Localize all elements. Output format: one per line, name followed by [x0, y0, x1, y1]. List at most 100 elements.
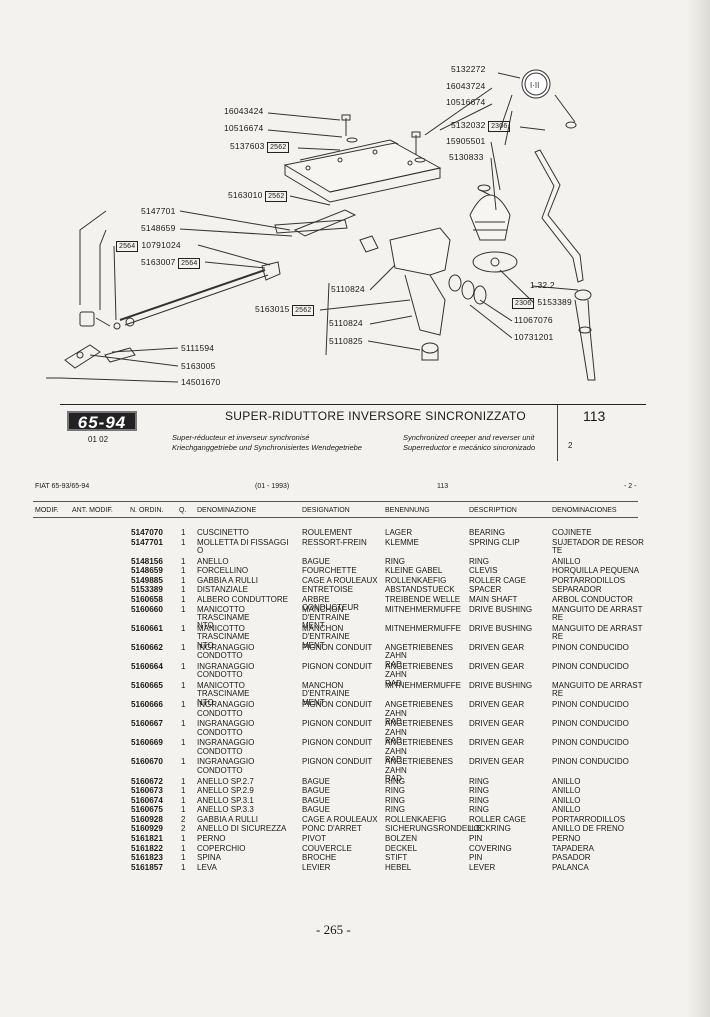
callout-15905501: 15905501 — [446, 136, 485, 146]
callout-label: 10791024 — [141, 240, 181, 250]
part-number: 5160673 — [131, 786, 163, 796]
name-fr: FOURCHETTE — [302, 566, 357, 576]
quantity: 1 — [181, 681, 186, 691]
name-it: GABBIA A RULLI — [197, 814, 258, 824]
exploded-diagram: I·II 5132272 16043724 10516674 16043 — [0, 0, 710, 400]
name-en: SPRING CLIP — [469, 537, 520, 547]
name-de: ANGETRIEBENES ZAHN RAD — [385, 661, 454, 688]
callout-5110825: 5110825 — [329, 336, 363, 346]
name-de: MITNEHMERMUFFE — [385, 604, 461, 614]
callout-5111594: 5111594 — [181, 343, 214, 353]
part-number: 5148156 — [131, 556, 163, 566]
callout-label: 11067076 — [514, 315, 553, 325]
subtitle-fr: Super-réducteur et inverseur synchronisé — [172, 433, 310, 442]
name-de: MITNEHMERMUFFE — [385, 623, 461, 633]
name-it: PERNO — [197, 834, 226, 844]
name-es: PINON CONDUCIDO — [552, 757, 629, 767]
callout-16043424: 16043424 — [224, 106, 263, 116]
callout-label: 5163010 — [228, 190, 263, 200]
name-es: TAPADERA — [552, 843, 594, 853]
name-es: HORQUILLA PEQUENA — [552, 566, 640, 576]
callout-5163015: 5163015 2562 — [255, 304, 317, 316]
table-number: 113 — [583, 408, 606, 424]
col-header-denominaciones: DENOMINACIONES — [552, 507, 617, 514]
name-it: MANICOTTO TRASCINAME NTO — [197, 681, 250, 707]
name-it: INGRANAGGIO CONDOTTO — [197, 719, 255, 737]
callout-11067076: 11067076 — [514, 315, 553, 325]
quantity: 1 — [181, 757, 186, 767]
callout-label: 5110825 — [329, 336, 363, 346]
name-fr: BROCHE — [302, 853, 337, 863]
name-it: GABBIA A RULLI — [197, 575, 258, 585]
part-number: 5148659 — [131, 566, 163, 576]
name-es: PINON CONDUCIDO — [552, 700, 629, 710]
name-en: DRIVE BUSHING — [469, 623, 533, 633]
callout-ref-box: 2562 — [265, 191, 288, 202]
part-number: 5160666 — [131, 700, 163, 710]
subtitle-es: Superreductor e mecánico sincronizado — [403, 443, 536, 452]
name-it: MOLLETTA DI FISSAGGI O — [197, 537, 289, 555]
callout-label: 14501670 — [181, 377, 221, 387]
name-es: PINON CONDUCIDO — [552, 738, 629, 748]
name-es: PINON CONDUCIDO — [552, 661, 629, 671]
part-number: 5160675 — [131, 805, 163, 815]
name-de: KLEMME — [385, 537, 419, 547]
name-en: DRIVEN GEAR — [469, 719, 525, 729]
name-it: ANELLO SP.2.9 — [197, 786, 254, 796]
col-header-description: DESCRIPTION — [469, 507, 517, 514]
callout-label: 5111594 — [181, 343, 215, 353]
name-it: CUSCINETTO — [197, 528, 249, 537]
name-es: COJINETE — [552, 528, 592, 537]
name-it: COPERCHIO — [197, 843, 246, 853]
name-es: PINON CONDUCIDO — [552, 719, 629, 729]
divider — [33, 501, 638, 502]
name-fr: LEVIER — [302, 862, 331, 872]
name-it: MANICOTTO TRASCINAME NTO — [197, 623, 250, 650]
name-en: SPACER — [469, 585, 502, 595]
name-es: PORTARRODILLOS — [552, 575, 626, 585]
name-it: DISTANZIALE — [197, 585, 248, 595]
callout-14501670: 14501670 — [181, 377, 220, 387]
quantity: 1 — [181, 853, 186, 863]
name-fr: PIGNON CONDUIT — [302, 738, 373, 748]
callout-label: 5163015 — [255, 304, 290, 314]
callout-label: 5137603 — [230, 141, 265, 151]
callout-label: 16043424 — [224, 106, 264, 116]
name-en: COVERING — [469, 843, 512, 853]
name-de: DECKEL — [385, 843, 418, 853]
name-en: DRIVEN GEAR — [469, 661, 525, 671]
callout-label: 15905501 — [446, 136, 486, 146]
name-fr: CAGE A ROULEAUX — [302, 575, 378, 585]
name-es: ANILLO — [552, 556, 581, 566]
name-en: RING — [469, 776, 489, 786]
date-range: (01 - 1993) — [255, 483, 290, 490]
name-de: TREIBENDE WELLE — [385, 595, 461, 605]
quantity: 1 — [181, 700, 186, 710]
name-de: RING — [385, 776, 405, 786]
name-es: SEPARADOR — [552, 585, 602, 595]
name-it: INGRANAGGIO CONDOTTO — [197, 738, 255, 756]
callout-label: 1.32.2 — [530, 280, 555, 290]
part-number: 5161822 — [131, 843, 163, 853]
part-number: 5160661 — [131, 623, 163, 633]
name-it: MANICOTTO TRASCINAME NTO — [197, 604, 250, 631]
callout-ref-box: 2306 — [512, 298, 535, 309]
divider — [557, 405, 558, 461]
callout-ref-box: 2564 — [116, 241, 139, 252]
name-de: STIFT — [385, 853, 408, 863]
name-de: RING — [385, 556, 405, 566]
name-en: RING — [469, 556, 489, 566]
quantity: 1 — [181, 786, 186, 796]
name-fr: COUVERCLE — [302, 843, 352, 853]
part-number: 5161823 — [131, 853, 163, 863]
page-edge-shadow — [688, 0, 710, 1017]
name-es: ANILLO DE FRENO — [552, 824, 625, 834]
